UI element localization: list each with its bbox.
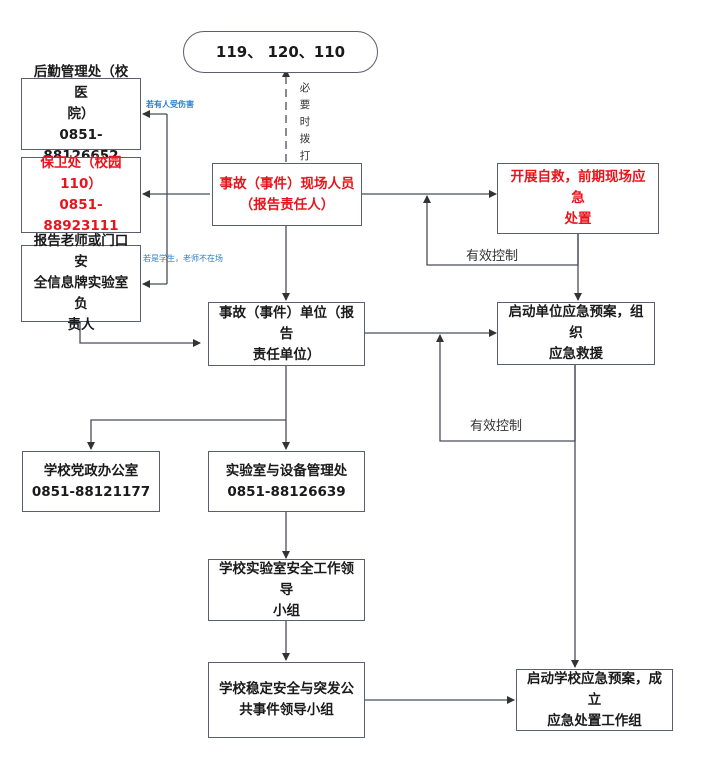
call-char-3: 时 [299, 116, 311, 128]
emergency-numbers-text: 119、 120、110 [215, 42, 346, 61]
edge-reportteacher-to-incidentunit [79, 322, 201, 347]
student-note: 若是学生，老师不在场 [143, 254, 223, 263]
unit-plan-text: 启动单位应急预案，组织 应急救援 [508, 304, 644, 362]
logistics-office-text: 后勤管理处（校医 院） 0851-88126652 [33, 63, 129, 164]
report-teacher-node: 报告老师或门口安 全信息牌实验室负 责人 [21, 233, 141, 333]
lab-equipment-node: 实验室与设备管理处 0851-88126639 [208, 451, 365, 512]
self-rescue-text: 开展自救，前期现场应急 处置 [510, 169, 646, 227]
effective-control-label-1: 有效控制 [466, 249, 519, 264]
injury-note: 若有人受伤害 [146, 100, 194, 109]
call-char-4: 拨 [299, 133, 311, 145]
onsite-personnel-text: 事故（事件）现场人员 （报告责任人） [219, 175, 355, 213]
school-plan-text: 启动学校应急预案，成立 应急处置工作组 [527, 670, 662, 729]
call-char-2: 要 [299, 99, 311, 111]
effective-control-label-2: 有效控制 [470, 419, 523, 434]
emergency-numbers-node: 119、 120、110 [183, 31, 378, 73]
onsite-personnel-node: 事故（事件）现场人员 （报告责任人） [212, 163, 362, 226]
lab-safety-group-text: 学校实验室安全工作领导 小组 [219, 560, 354, 619]
lab-safety-group-node: 学校实验室安全工作领导 小组 [208, 559, 365, 621]
party-office-node: 学校党政办公室 0851-88121177 [22, 451, 160, 512]
lab-equipment-text: 实验室与设备管理处 0851-88126639 [225, 462, 348, 500]
unit-plan-node: 启动单位应急预案，组织 应急救援 [497, 302, 655, 365]
security-office-text: 保卫处（校园 110） 0851-88923111 [40, 155, 122, 234]
call-char-5: 打 [299, 150, 311, 162]
incident-unit-text: 事故（事件）单位（报告 责任单位） [219, 304, 354, 363]
report-teacher-text: 报告老师或门口安 全信息牌实验室负 责人 [33, 233, 129, 333]
party-office-text: 学校党政办公室 0851-88121177 [31, 462, 151, 500]
school-plan-node: 启动学校应急预案，成立 应急处置工作组 [516, 669, 673, 731]
call-char-1: 必 [299, 82, 311, 94]
stability-group-node: 学校稳定安全与突发公 共事件领导小组 [208, 662, 365, 738]
incident-unit-node: 事故（事件）单位（报告 责任单位） [208, 302, 365, 366]
edge-incidentunit-to-partyoffice [87, 419, 286, 450]
security-office-node: 保卫处（校园 110） 0851-88923111 [21, 155, 141, 234]
call-if-needed-label: 必 要 时 拨 打 [298, 80, 312, 165]
stability-group-text: 学校稳定安全与突发公 共事件领导小组 [219, 681, 354, 718]
self-rescue-node: 开展自救，前期现场应急 处置 [497, 163, 659, 234]
logistics-office-node: 后勤管理处（校医 院） 0851-88126652 [21, 64, 141, 164]
